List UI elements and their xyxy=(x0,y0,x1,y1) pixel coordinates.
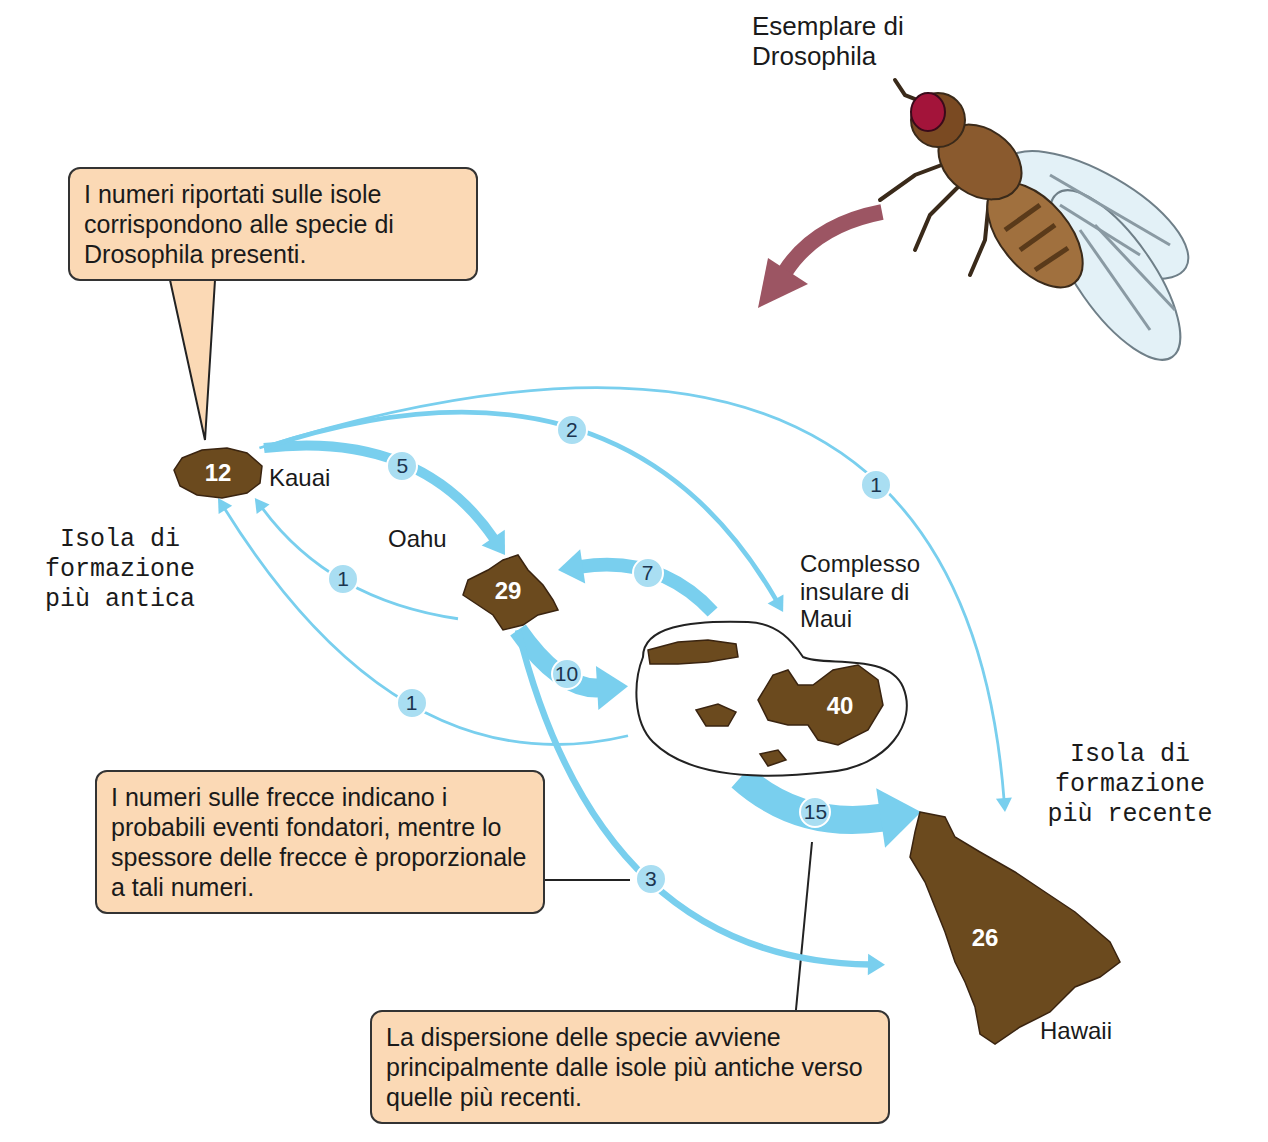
callout-text: La dispersione delle specie avviene prin… xyxy=(386,1022,874,1112)
founder-count: 5 xyxy=(386,450,418,482)
founder-count: 3 xyxy=(635,863,667,895)
founder-arrow xyxy=(255,498,458,619)
arrow-body xyxy=(259,388,1004,800)
species-count: 40 xyxy=(820,692,860,720)
arrow-head xyxy=(482,530,505,555)
arrow-head xyxy=(255,498,270,514)
abdomen-stripes xyxy=(1005,205,1068,270)
island-kauai: 12Kauai xyxy=(172,448,264,498)
leader-line xyxy=(530,879,630,881)
arrow-head xyxy=(218,498,232,514)
fly-eye xyxy=(911,93,945,131)
island-name: Kauai xyxy=(269,464,349,492)
island-maui: 40 xyxy=(758,660,883,760)
species-count: 29 xyxy=(488,577,528,605)
species-count: 12 xyxy=(198,459,238,487)
callout-box: I numeri riportati sulle isole corrispon… xyxy=(68,167,478,281)
island-hawaii: 26Hawaii xyxy=(885,812,1125,1047)
pointer-arrow-head xyxy=(758,258,808,308)
island-age-label: Isola di formazione più antica xyxy=(20,525,220,615)
founder-arrow xyxy=(218,498,628,745)
leader-line xyxy=(795,842,812,1020)
founder-count: 1 xyxy=(860,469,892,501)
island-oahu: 29Oahu xyxy=(458,555,558,630)
pointer-arrow xyxy=(758,212,882,308)
island-name: Hawaii xyxy=(1040,1017,1130,1045)
arrow-body xyxy=(264,445,494,539)
founder-arrow xyxy=(741,777,921,848)
pointer-arrow-body xyxy=(785,212,882,272)
island-name: Complesso insulare di Maui xyxy=(800,550,928,633)
founder-count: 10 xyxy=(551,658,583,690)
arrow-head xyxy=(558,549,585,583)
figure-label: Esemplare di Drosophila xyxy=(752,12,922,72)
founder-arrow xyxy=(558,549,713,612)
arrow-head xyxy=(996,797,1012,812)
species-count: 26 xyxy=(965,924,1005,952)
island-complex-outline: Complesso insulare di Maui40 xyxy=(628,612,910,777)
arrow-head xyxy=(868,954,885,976)
founder-count: 1 xyxy=(327,563,359,595)
founder-count: 2 xyxy=(556,414,588,446)
island-age-label: Isola di formazione più recente xyxy=(1030,740,1230,830)
arrow-head xyxy=(596,666,628,710)
callout-box: La dispersione delle specie avviene prin… xyxy=(370,1010,890,1124)
arrow-head xyxy=(768,594,784,612)
callout-text: I numeri riportati sulle isole corrispon… xyxy=(84,179,462,269)
founder-arrow xyxy=(259,388,1011,812)
founder-arrow xyxy=(264,445,505,555)
arrow-body xyxy=(224,508,628,744)
callout-tail xyxy=(170,280,215,440)
callout-box: I numeri sulle frecce indicano i probabi… xyxy=(95,770,545,914)
founder-count: 7 xyxy=(632,557,664,589)
island-name: Oahu xyxy=(388,525,458,553)
fly-head xyxy=(911,93,965,147)
island-hawaii-shape xyxy=(885,812,1125,1047)
callout-text: I numeri sulle frecce indicano i probabi… xyxy=(111,782,529,902)
founder-arrow xyxy=(518,630,628,710)
fly-illustration xyxy=(880,80,1207,379)
island-maui-shape xyxy=(758,660,883,760)
founder-count: 1 xyxy=(396,687,428,719)
